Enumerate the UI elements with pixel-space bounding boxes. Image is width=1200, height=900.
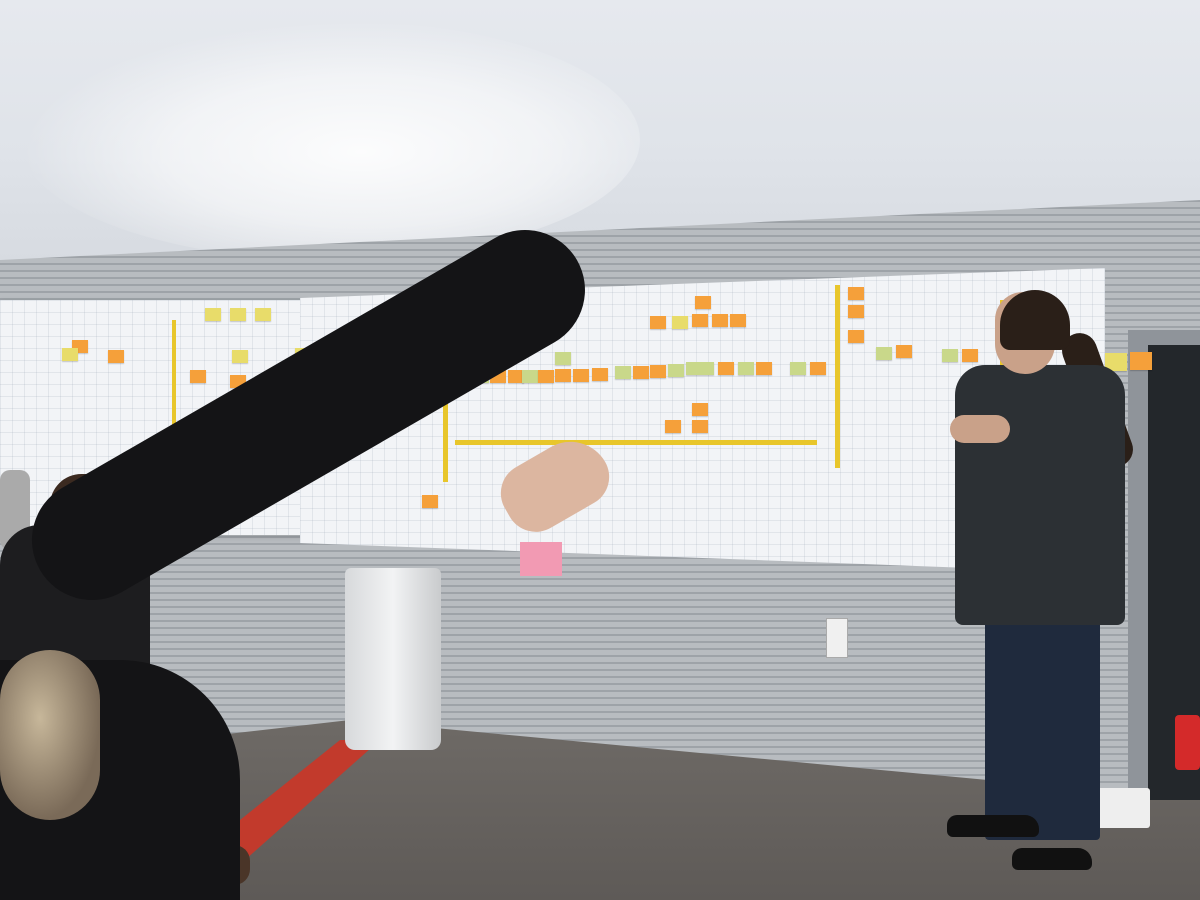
sticky-note	[538, 370, 554, 383]
sticky-note	[730, 314, 746, 327]
sticky-note	[695, 296, 711, 309]
presenter-legs	[985, 610, 1100, 840]
sticky-note	[686, 362, 714, 375]
sticky-note	[255, 308, 271, 321]
sticky-note	[508, 370, 524, 383]
sticky-note	[848, 305, 864, 318]
sticky-note	[422, 495, 438, 508]
sticky-note	[633, 366, 649, 379]
sticky-note	[810, 362, 826, 375]
sticky-note	[718, 362, 734, 375]
sticky-note	[108, 350, 124, 363]
light-reflection	[20, 20, 640, 260]
sticky-note	[848, 287, 864, 300]
router-device	[1090, 788, 1150, 828]
sticky-note	[230, 308, 246, 321]
tape-vertical-2	[835, 285, 840, 468]
sticky-note	[555, 369, 571, 382]
presenter-shirt	[955, 365, 1125, 625]
pink-sticky-note	[520, 542, 562, 576]
sticky-note	[942, 349, 958, 362]
sticky-note	[738, 362, 754, 375]
sticky-note	[62, 348, 78, 361]
sticky-note	[522, 370, 538, 383]
sticky-note	[592, 368, 608, 381]
trash-bin	[345, 568, 441, 750]
sticky-note	[555, 352, 571, 365]
tape-vertical-left	[172, 320, 176, 432]
sticky-note	[962, 349, 978, 362]
sticky-note	[756, 362, 772, 375]
presenter-pointing-arm	[950, 415, 1010, 443]
tape-horizontal-bottom	[455, 440, 817, 445]
sticky-note	[712, 314, 728, 327]
presenter-shoe-left	[947, 815, 1039, 837]
foreground-person-hair	[0, 650, 100, 820]
sticky-note	[692, 420, 708, 433]
sticky-note	[232, 350, 248, 363]
sticky-note	[668, 364, 684, 377]
sticky-note	[573, 369, 589, 382]
sticky-note	[672, 316, 688, 329]
presenter-hair	[1000, 290, 1070, 350]
sticky-note	[615, 366, 631, 379]
red-chair	[1175, 715, 1200, 770]
sticky-note	[876, 347, 892, 360]
presenter-shoe-right	[1012, 848, 1092, 870]
sticky-note	[665, 420, 681, 433]
power-outlet	[826, 618, 848, 658]
sticky-note	[790, 362, 806, 375]
sticky-note	[848, 330, 864, 343]
sticky-note	[692, 403, 708, 416]
sticky-note	[205, 308, 221, 321]
sticky-note	[190, 370, 206, 383]
sticky-note	[692, 314, 708, 327]
sticky-note	[650, 365, 666, 378]
sticky-note	[1105, 353, 1127, 371]
sticky-note	[650, 316, 666, 329]
sticky-note	[1130, 352, 1152, 370]
sticky-note	[896, 345, 912, 358]
